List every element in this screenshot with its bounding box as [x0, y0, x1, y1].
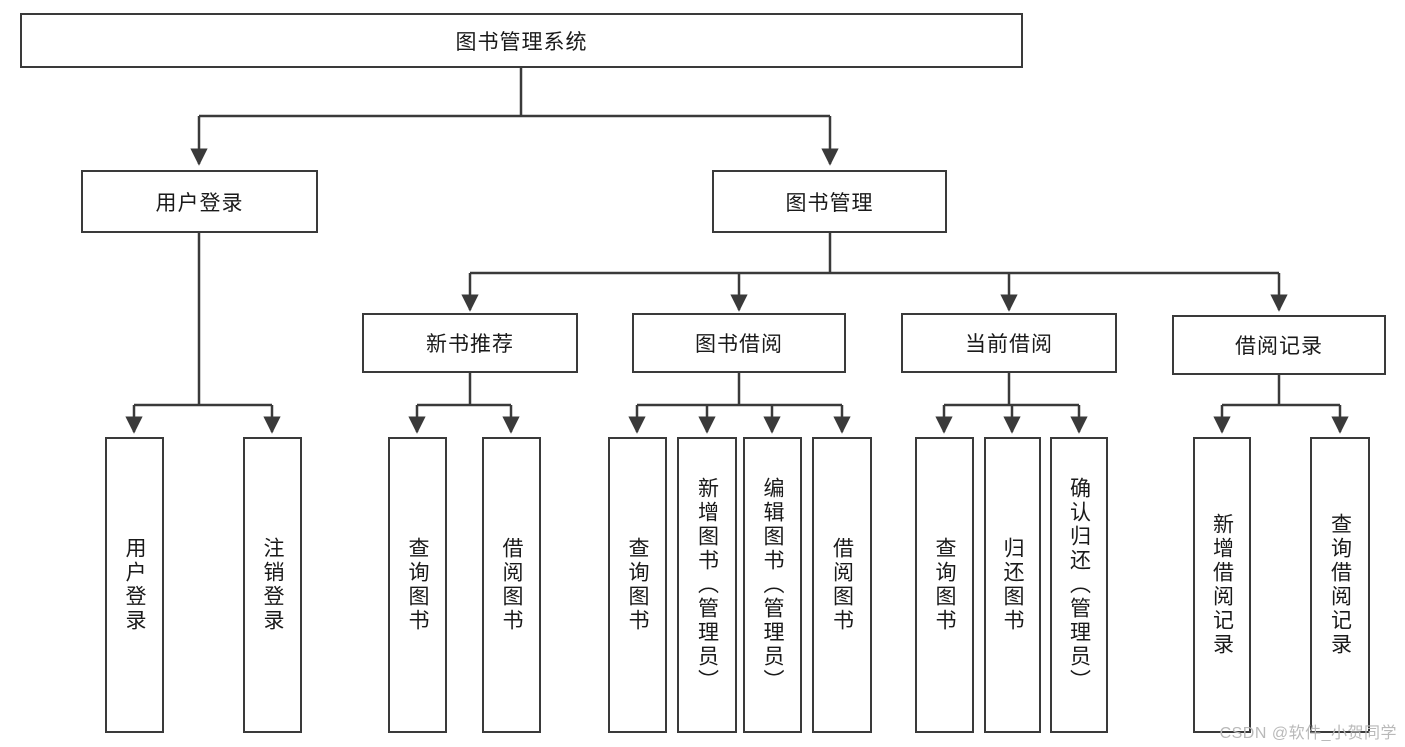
node-leaf-borrow-books-2[interactable]: 借阅图书: [812, 437, 872, 733]
node-leaf-edit-book-admin[interactable]: 编辑图书（管理员）: [743, 437, 802, 733]
node-leaf-add-book-admin[interactable]: 新增图书（管理员）: [677, 437, 737, 733]
csdn-watermark: CSDN @软件_小贺同学: [1219, 725, 1397, 742]
node-leaf-add-borrow-record[interactable]: 新增借阅记录: [1193, 437, 1251, 733]
node-label: 注销登录: [261, 537, 284, 633]
node-current-borrow[interactable]: 当前借阅: [901, 313, 1117, 373]
node-new-book-recommend[interactable]: 新书推荐: [362, 313, 578, 373]
node-label: 新增借阅记录: [1210, 513, 1234, 657]
node-label: 用户登录: [123, 537, 146, 633]
node-label: 借阅图书: [830, 537, 854, 633]
node-label: 新书推荐: [426, 333, 514, 356]
node-leaf-logout[interactable]: 注销登录: [243, 437, 302, 733]
node-label: 查询图书: [626, 537, 649, 633]
node-leaf-return-books[interactable]: 归还图书: [984, 437, 1041, 733]
node-label: 确认归还（管理员）: [1067, 477, 1091, 693]
node-label: 图书管理: [785, 191, 874, 215]
node-label: 查询借阅记录: [1328, 513, 1352, 657]
node-label: 当前借阅: [965, 333, 1053, 356]
node-label: 新增图书（管理员）: [695, 477, 719, 693]
node-label: 图书借阅: [695, 333, 783, 356]
node-label: 图书管理系统: [455, 30, 588, 54]
node-label: 借阅图书: [500, 537, 523, 633]
node-borrow-record[interactable]: 借阅记录: [1172, 315, 1386, 375]
node-user-login[interactable]: 用户登录: [81, 170, 318, 233]
node-leaf-query-borrow-record[interactable]: 查询借阅记录: [1310, 437, 1370, 733]
node-label: 编辑图书（管理员）: [761, 477, 784, 693]
node-root-library-management-system[interactable]: 图书管理系统: [20, 13, 1023, 68]
node-label: 查询图书: [933, 537, 956, 633]
node-leaf-query-books-2[interactable]: 查询图书: [608, 437, 667, 733]
node-label: 归还图书: [1001, 537, 1024, 633]
node-label: 查询图书: [406, 537, 429, 633]
node-label: 借阅记录: [1235, 335, 1323, 358]
node-book-borrow[interactable]: 图书借阅: [632, 313, 846, 373]
node-leaf-query-books-3[interactable]: 查询图书: [915, 437, 974, 733]
node-book-management[interactable]: 图书管理: [712, 170, 947, 233]
node-label: 用户登录: [155, 191, 244, 215]
node-leaf-query-books-1[interactable]: 查询图书: [388, 437, 447, 733]
node-leaf-user-login[interactable]: 用户登录: [105, 437, 164, 733]
node-leaf-borrow-books-1[interactable]: 借阅图书: [482, 437, 541, 733]
node-leaf-confirm-return-admin[interactable]: 确认归还（管理员）: [1050, 437, 1108, 733]
